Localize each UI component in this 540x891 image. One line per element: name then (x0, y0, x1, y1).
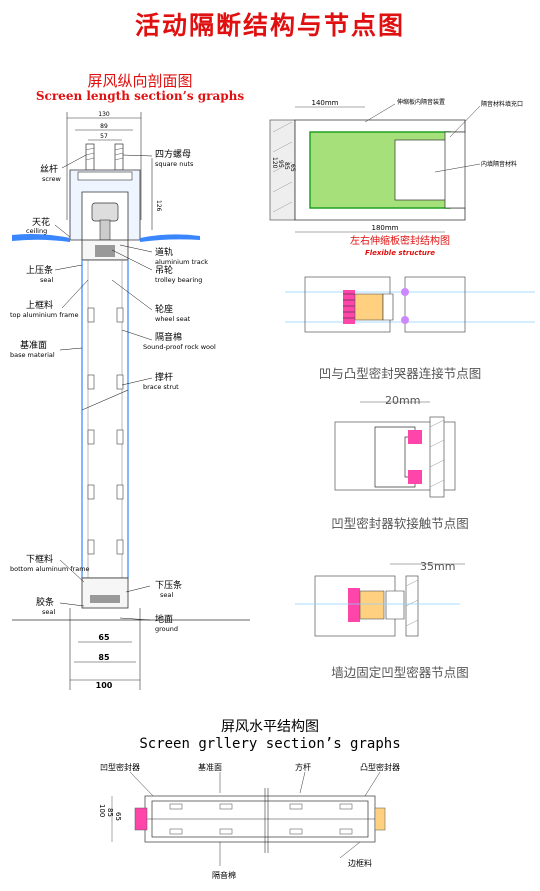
label-trolley: 吊轮 (155, 264, 173, 276)
bottom-label-rockwool: 隔音棉 (212, 870, 236, 880)
soft-contact-node-diagram: 20mm (334, 394, 456, 498)
dim-126: 126 (155, 200, 162, 212)
label-seal-top-en: seal (40, 276, 53, 284)
label-screw-en: screw (42, 175, 61, 183)
flex-label-1: 伸缩板内隔音装置 (397, 98, 445, 106)
flex-label-3: 内填隔音材料 (481, 160, 517, 168)
dim-130: 130 (98, 111, 110, 118)
bottom-diagram-title: 屏风水平结构图 (221, 719, 319, 735)
label-bottom-frame: 下框料 (26, 553, 53, 565)
node-dim-35: 35mm (420, 560, 455, 573)
node-caption-concave-convex: 凹与凸型密封哭器连接节点图 (318, 366, 482, 381)
node-dim-20: 20mm (385, 394, 420, 407)
label-ceiling-en: ceiling (26, 227, 47, 235)
vertical-section-diagram: 130 89 57 126 65 85 100 (10, 111, 250, 690)
label-glue: 胶条 (36, 596, 54, 608)
label-base: 基准面 (20, 339, 47, 351)
label-ceiling: 天花 (32, 216, 50, 228)
label-strut-en: brace strut (143, 383, 179, 391)
label-wheel-seat: 轮座 (155, 303, 173, 315)
label-seal-bottom-en: seal (160, 591, 173, 599)
node-caption-wall-fixed: 墙边固定凹型密器节点图 (331, 665, 469, 680)
page-title: 活动隔断结构与节点图 (134, 11, 405, 40)
flex-dim-120: 120 (271, 157, 278, 169)
label-seal-top: 上压条 (26, 264, 53, 276)
flex-dim-bottom: 180mm (372, 224, 399, 232)
dim-57: 57 (100, 133, 108, 140)
label-trolley-en: trolley bearing (155, 276, 202, 284)
flex-dim-65: 65 (289, 164, 296, 172)
node-caption-soft-contact: 凹型密封器软接触节点图 (331, 516, 469, 531)
bottom-dim-85: 85 (106, 808, 114, 817)
bottom-label-convex-seal: 凸型密封器 (360, 762, 400, 772)
label-track: 道轨 (155, 246, 173, 258)
label-top-frame: 上框料 (26, 299, 53, 311)
label-strut: 撑杆 (155, 371, 173, 383)
dim-65: 65 (98, 633, 110, 642)
flexible-structure-diagram: 140mm 180mm 120 95 85 65 伸缩板内隔音装置 隔音材料填充… (269, 98, 523, 257)
flex-label-2: 隔音材料填充口 (481, 100, 523, 108)
label-glue-en: seal (42, 608, 55, 616)
label-ground-en: ground (155, 625, 178, 633)
label-square-nuts: 四方螺母 (155, 148, 191, 160)
label-rockwool: 隔音棉 (155, 331, 182, 343)
label-top-frame-en: top aluminium frame (10, 311, 78, 319)
flex-dim-top: 140mm (312, 99, 339, 107)
flex-caption-en: Flexible structure (365, 249, 435, 257)
flex-dim-85: 85 (283, 162, 290, 170)
bottom-diagram-title-en: Screen grllery section’s graphs (139, 736, 401, 752)
label-bottom-frame-en: bottom aluminum frame (10, 565, 90, 573)
bottom-label-side-frame: 边框料 (348, 858, 372, 868)
bottom-label-concave-seal: 凹型密封器 (100, 762, 140, 772)
concave-convex-node-diagram: 凹与凸型密封哭器连接节点图 (285, 276, 535, 333)
dim-85: 85 (98, 653, 110, 662)
bottom-dim-65: 65 (114, 812, 122, 821)
left-diagram-title-en: Screen length section’s graphs (35, 89, 245, 103)
left-diagram-title: 屏风纵向剖面图 (87, 72, 193, 90)
bottom-dim-100: 100 (98, 804, 106, 817)
flex-dim-95: 95 (277, 160, 284, 168)
wall-fixed-node-diagram: 35mm (295, 560, 465, 637)
label-screw: 丝杆 (40, 163, 58, 175)
horizontal-structure-diagram: 凹型密封器 基准面 方杆 凸型密封器 隔音棉 边框料 100 85 65 (98, 762, 400, 880)
label-square-nuts-en: square nuts (155, 160, 194, 168)
dim-100: 100 (96, 681, 113, 690)
label-wheel-seat-en: wheel seat (155, 315, 191, 323)
label-track-en: aluminium track (155, 258, 208, 266)
bottom-label-strut: 方杆 (295, 762, 311, 772)
bottom-label-base: 基准面 (198, 762, 222, 772)
label-base-en: base material (10, 351, 55, 359)
flex-caption: 左右伸缩板密封结构图 (350, 234, 450, 247)
dim-89: 89 (100, 123, 108, 130)
label-seal-bottom: 下压条 (155, 579, 182, 591)
label-ground: 地面 (155, 613, 173, 625)
label-rockwool-en: Sound-proof rock wool (143, 343, 216, 351)
